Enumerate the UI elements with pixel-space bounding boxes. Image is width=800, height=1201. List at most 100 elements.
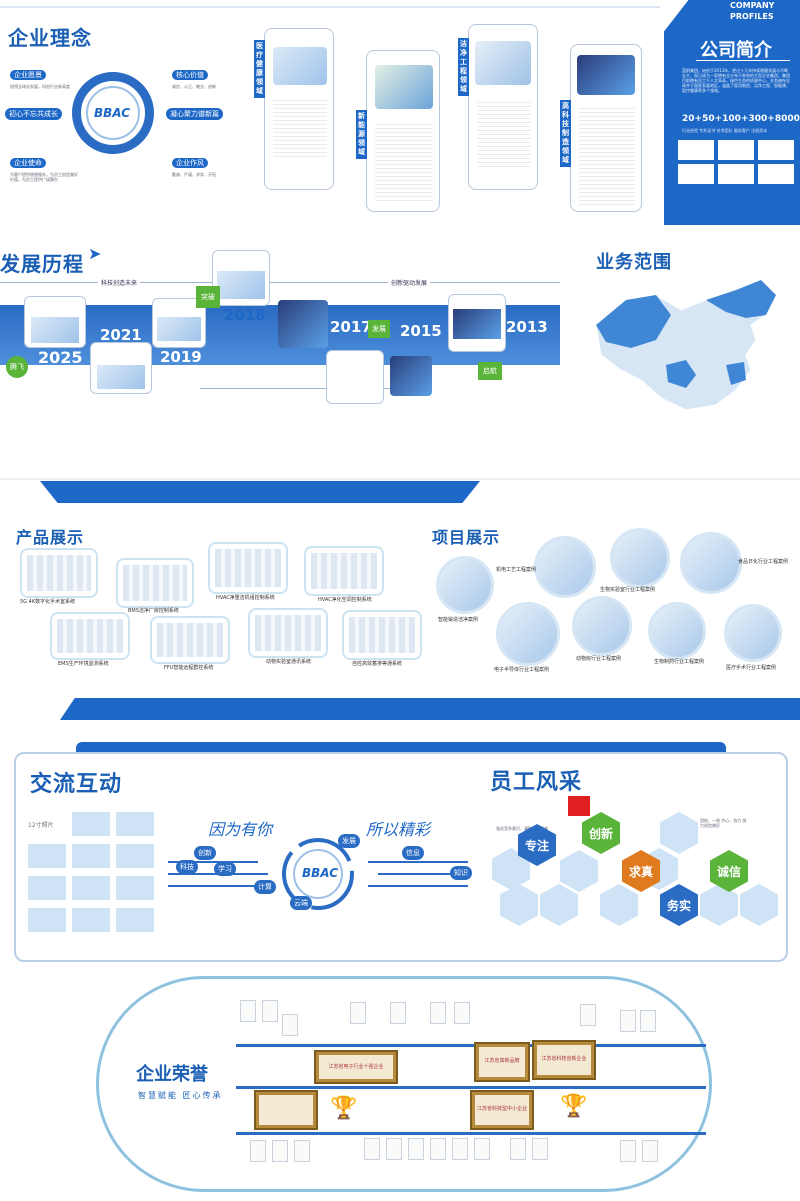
certificate [430, 1002, 446, 1024]
photo-slot [72, 876, 110, 900]
section3-bg-top [0, 478, 800, 480]
philosophy-item-text: 诚信、公正、敬业、创新 [172, 84, 216, 89]
certificate [386, 1138, 402, 1160]
project-circle [648, 602, 706, 660]
interaction-title: 交流互动 [30, 772, 123, 797]
certificate [408, 1138, 424, 1160]
photo-slot [72, 812, 110, 836]
certificate [532, 1138, 548, 1160]
certificate [430, 1138, 446, 1160]
plaque-text: 江苏省电子行业十强企业 [328, 1064, 384, 1070]
timeline-photo [453, 309, 501, 339]
philosophy-item-origin: 初心不忘共成长 [5, 108, 62, 120]
project-label: 生物制药行业工程案例 [654, 659, 705, 665]
philosophy-item-title: 企业使命 [10, 158, 46, 168]
hub-logo: BBAC [302, 866, 339, 880]
profile-stat-labels: 行业经验 专利证书 技术团队 服务客户 注册资本 [682, 128, 768, 133]
certificate [642, 1140, 658, 1162]
certificate [452, 1138, 468, 1160]
product-label: HVAC净化空调控制系统 [318, 597, 372, 603]
philosophy-item-style: 企业作风 勤奋、严谨、求实、开拓 [172, 150, 242, 177]
photo-slot-label: 12寸照片 [28, 822, 54, 829]
certificate [364, 1138, 380, 1160]
domain-card-medical [264, 28, 334, 190]
timeline-year-2018: 2018 [224, 306, 266, 324]
domain-card-hightech [570, 44, 642, 212]
product-card [150, 616, 230, 664]
profile-photo [718, 164, 754, 184]
project-circle [572, 596, 632, 656]
certificate [390, 1002, 406, 1024]
stat-value: 100+ [722, 114, 749, 124]
projects-title: 项目展示 [432, 528, 501, 547]
project-circle [610, 528, 670, 588]
timeline-card-2018 [212, 250, 270, 306]
profile-photo [678, 140, 714, 160]
history-bottom-line [200, 388, 390, 389]
honor-plaque: 江苏省科技创新企业 [532, 1040, 596, 1080]
philosophy-item-title: 企业作风 [172, 158, 208, 168]
product-label: 5G 4K数字化手术室系统 [20, 599, 76, 605]
domain-tag-medical: 医疗健康领域 [254, 40, 265, 98]
staff-title: 员工风采 [490, 770, 583, 795]
timeline-year-2015: 2015 [400, 322, 442, 340]
honors-subtitle: 智慧赋能 匠心传承 [138, 1091, 223, 1100]
stat-value: 20+ [682, 114, 703, 124]
timeline-year-2013: 2013 [506, 318, 548, 336]
timeline-year-2025: 2025 [38, 348, 83, 367]
plaque-text: 江苏省科技创新企业 [541, 1056, 587, 1062]
honor-plaque: 江苏省科技型中小企业 [470, 1090, 534, 1130]
photo-wall: 12寸照片 [28, 812, 158, 932]
project-label: 动物房行业工程案例 [576, 656, 622, 662]
philosophy-item-mission: 企业使命 为客户提供便捷服务，为员工创造美好价值，为员工提供广阔舞台 [10, 150, 80, 182]
domain-card-clean [468, 24, 538, 190]
domain-text [477, 99, 531, 169]
project-circle [436, 556, 494, 614]
slogan-right: 所以精彩 [366, 820, 431, 839]
certificate [272, 1140, 288, 1162]
stat-value: 300+ [748, 114, 775, 124]
hub-node-compute: 计算 [254, 880, 276, 894]
badge-launch: 启航 [478, 362, 502, 380]
history-label-innovation: 创新驱动发展 [388, 278, 431, 287]
profile-en: COMPANY PROFILES [730, 1, 775, 21]
philosophy-item-unite: 凝心聚力谱新篇 [166, 108, 223, 120]
trophy-icon: 🏆 [560, 1094, 588, 1119]
staff-note-right: 团结、一致 齐心、协力 努力创造美好 [700, 818, 747, 828]
timeline-card-2025 [24, 296, 86, 348]
domain-photo [375, 65, 433, 109]
photo-slot [116, 812, 154, 836]
china-map [595, 279, 777, 411]
badge-develop: 发展 [368, 320, 390, 338]
profile-stats: 20+ 50+ 100+ 300+ 8000+ [682, 114, 800, 124]
certificate [262, 1000, 278, 1022]
paper-plane-icon: ➤ [88, 244, 102, 263]
section4-panel [14, 752, 788, 962]
badge-soar: 腾飞 [6, 356, 28, 378]
project-circle [680, 532, 742, 594]
stat-value: 50+ [702, 114, 723, 124]
hub-node-develop: 发展 [338, 834, 360, 848]
section3-top-bar [40, 481, 480, 503]
product-card [208, 542, 288, 594]
certificate [240, 1000, 256, 1022]
photo-slot [116, 844, 154, 868]
certificate [250, 1140, 266, 1162]
honors-frame [96, 976, 712, 1192]
philosophy-logo: BBAC [94, 106, 131, 120]
domain-tag-clean: 洁净工程领域 [458, 38, 469, 96]
timeline-year-2021: 2021 [100, 326, 142, 344]
product-card [342, 610, 422, 660]
certificate [640, 1010, 656, 1032]
photo-slot: 12寸照片 [28, 812, 66, 836]
certificate [454, 1002, 470, 1024]
timeline-year-2019: 2019 [160, 348, 202, 366]
timeline-year-2017: 2017 [330, 318, 372, 336]
certificate [580, 1004, 596, 1026]
honor-plaque: 江苏省电子行业十强企业 [314, 1050, 398, 1084]
domain-photo [577, 55, 635, 95]
photo-slot [116, 908, 154, 932]
project-label: 智能锻造洁净案例 [438, 617, 479, 623]
section4-top-bar [76, 742, 726, 752]
stat-value: 8000+ [774, 114, 800, 124]
